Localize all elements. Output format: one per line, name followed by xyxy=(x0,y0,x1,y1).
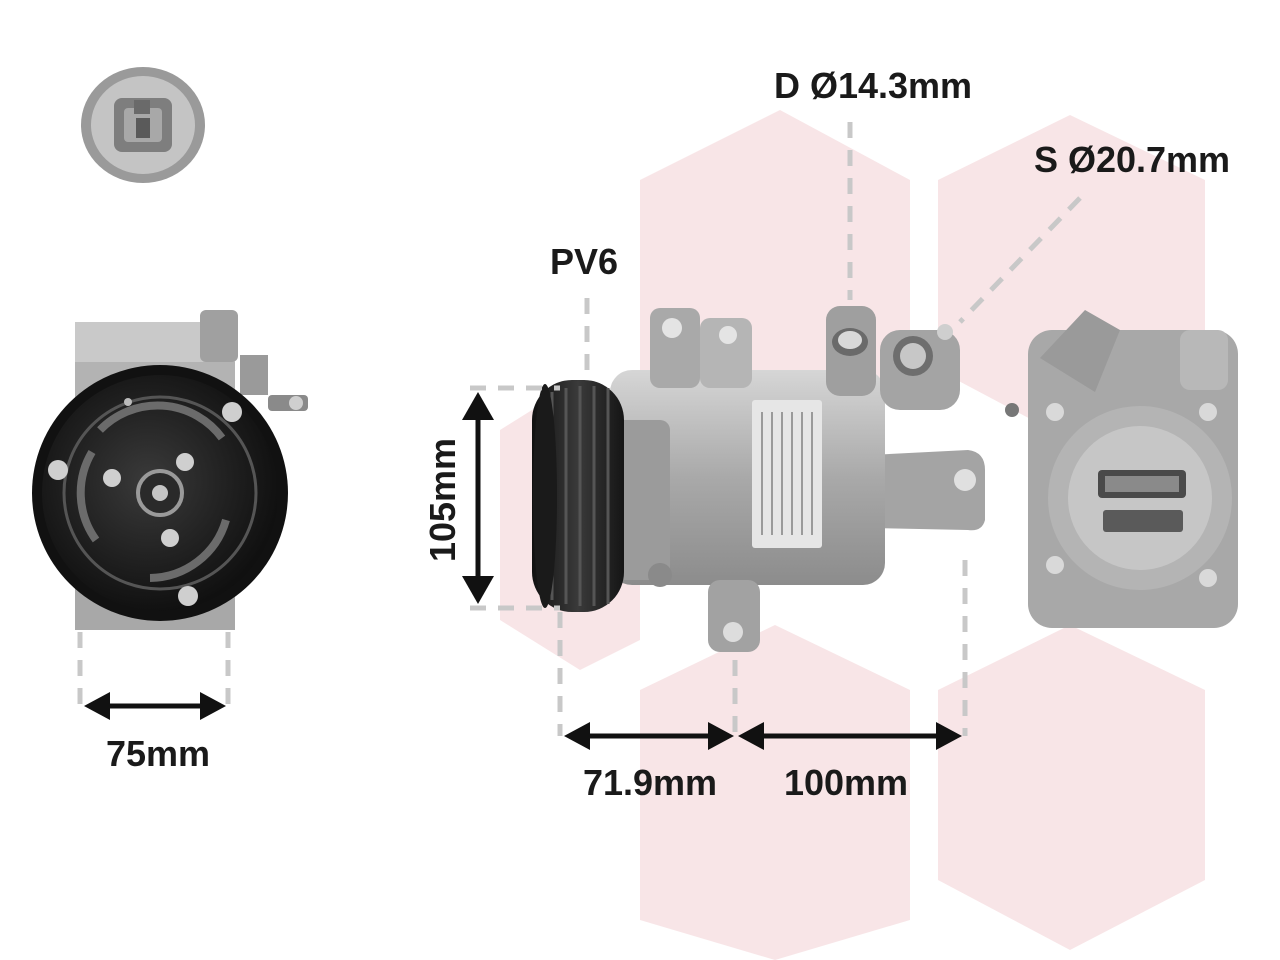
length-mount-arrow-head-left xyxy=(738,722,764,750)
front-width-arrow-head-left xyxy=(84,692,110,720)
suction-port-label: S Ø20.7mm xyxy=(1034,139,1230,180)
label-text-lines xyxy=(761,412,813,535)
height-arrow-head-top xyxy=(462,392,494,420)
compressor-rear-view xyxy=(1005,310,1238,628)
electrical-connector-image xyxy=(81,67,205,183)
compressor-front-view xyxy=(32,310,308,630)
dimension-guides xyxy=(77,122,1082,736)
suction-guide xyxy=(958,196,1082,324)
length-pulley-arrow-head-right xyxy=(708,722,734,750)
dimension-arrows xyxy=(84,392,962,750)
discharge-port-label: D Ø14.3mm xyxy=(774,65,972,106)
length-pulley-label: 71.9mm xyxy=(583,762,717,803)
height-arrow-head-bottom xyxy=(462,576,494,604)
front-width-label: 75mm xyxy=(106,733,210,774)
watermark-hexagon xyxy=(938,625,1205,950)
length-pulley-arrow-head-left xyxy=(564,722,590,750)
front-width-arrow-head-right xyxy=(200,692,226,720)
length-mount-label: 100mm xyxy=(784,762,908,803)
compressor-side-view xyxy=(532,306,985,652)
height-label: 105mm xyxy=(422,438,463,562)
pulley-type-label: PV6 xyxy=(550,241,618,282)
watermark-hexagon xyxy=(640,625,910,960)
length-mount-arrow-head-right xyxy=(936,722,962,750)
